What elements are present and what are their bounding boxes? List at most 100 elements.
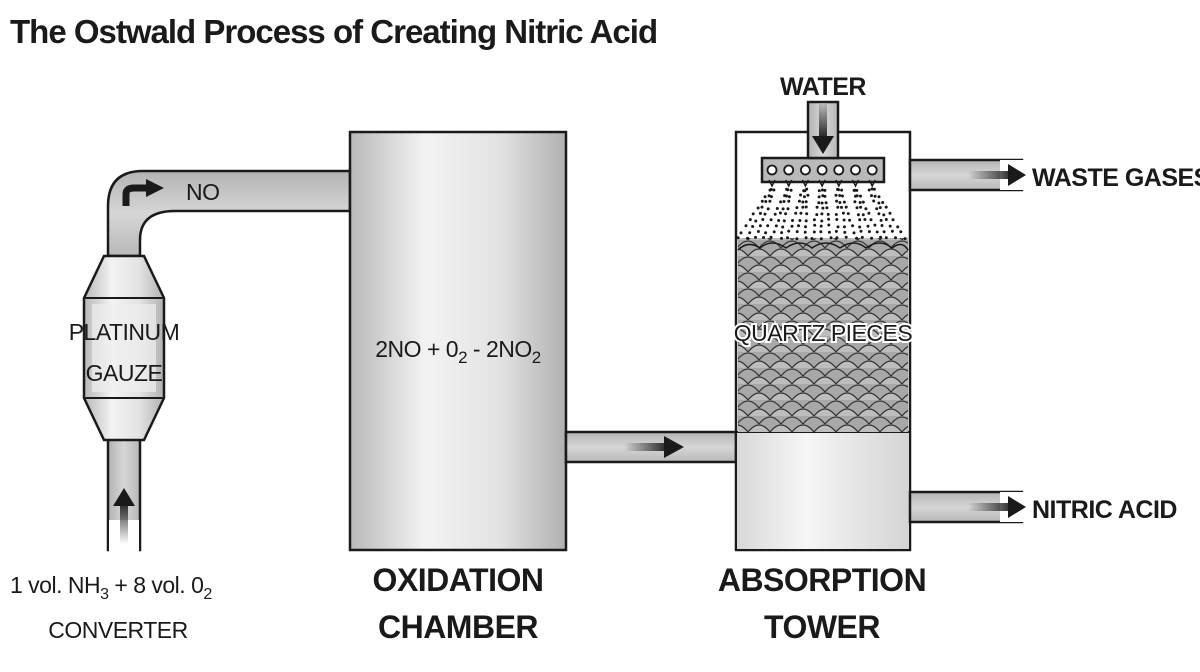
spray-drop: [810, 237, 814, 240]
nozzle: [816, 164, 828, 176]
spray-drop: [888, 224, 892, 228]
spray-drop: [799, 211, 803, 215]
spray-drop: [801, 200, 805, 204]
gauze-label: GAUZE: [86, 360, 163, 386]
spray-drop: [829, 236, 833, 240]
spray-drop: [768, 199, 772, 203]
spray-drop: [848, 218, 852, 222]
spray-drop: [842, 200, 846, 204]
spray-drop: [804, 225, 807, 229]
nozzle: [833, 164, 845, 176]
spray-drop: [884, 236, 888, 240]
spray-drop: [820, 188, 824, 192]
spray-drop: [888, 211, 892, 215]
spray-drop: [773, 212, 777, 216]
spray-drop: [797, 224, 800, 228]
spray-drop: [867, 188, 871, 192]
spray-drop: [751, 212, 755, 216]
no-arrow: [122, 179, 164, 206]
spray-drop: [842, 218, 846, 222]
spray-drop: [767, 194, 771, 198]
nozzle-tip: [851, 179, 860, 188]
spray-drop: [748, 231, 752, 235]
eq-sub2: 2: [532, 348, 541, 367]
no-label: NO: [186, 179, 220, 205]
spray-drop: [859, 194, 862, 198]
spray-drop: [852, 231, 856, 235]
no-pipe: [106, 169, 352, 258]
spray-drop: [824, 201, 828, 205]
spray-drop: [785, 194, 788, 198]
spray-drop: [838, 201, 842, 204]
spray-drop: [772, 230, 776, 234]
spray-drop: [805, 212, 809, 216]
sprinkler-nozzles: [766, 164, 878, 188]
spray-drop: [877, 212, 881, 216]
page-title: The Ostwald Process of Creating Nitric A…: [10, 13, 657, 50]
spray-drop: [813, 223, 817, 227]
spray-drop: [860, 235, 864, 239]
spray-drop: [817, 189, 821, 193]
packing-top: [737, 242, 909, 251]
spray-drop: [835, 236, 839, 240]
spray-drop: [882, 213, 886, 217]
oxidation-equation: 2NO + 02 - 2NO2: [375, 336, 541, 367]
spray-drop: [804, 236, 808, 240]
spray-drop: [786, 188, 790, 192]
oxidation-chamber: [348, 130, 568, 552]
spray-drop: [867, 230, 871, 234]
nozzle: [800, 164, 811, 176]
spray-drop: [769, 188, 773, 191]
spray-drop: [838, 194, 842, 197]
spray-drop: [803, 230, 807, 234]
spray-drop: [894, 236, 897, 240]
spray-drop: [863, 218, 867, 221]
spray-drop: [837, 188, 840, 192]
absorption-caption-1: ABSORPTION: [718, 562, 926, 598]
spray-drop: [820, 201, 824, 205]
spray-drop: [844, 235, 848, 239]
spray-drop: [873, 194, 877, 198]
spray-drop: [797, 199, 801, 203]
spray-drop: [795, 237, 799, 241]
spray-drop: [812, 230, 816, 234]
spray-drop: [836, 225, 840, 229]
spray-drop: [869, 218, 873, 222]
nozzle: [866, 164, 878, 176]
spray-drop: [761, 218, 765, 221]
spray-drop: [840, 188, 844, 192]
converter-body: [82, 254, 166, 442]
waste-arrow: [968, 164, 1026, 186]
spray-drop: [861, 213, 865, 217]
spray-drop: [866, 224, 870, 228]
spray-drop: [784, 212, 788, 216]
spray-drop: [778, 211, 782, 215]
spray-drop: [820, 219, 824, 223]
acid-arrow: [968, 496, 1026, 518]
nozzle-tip: [801, 179, 810, 188]
spray-drop: [746, 236, 750, 240]
water-down-arrow: [812, 104, 834, 154]
spray-drop: [853, 200, 857, 204]
spray-drop: [756, 206, 760, 210]
water-spray: [736, 187, 907, 241]
spray-drop: [870, 194, 873, 198]
spray-drop: [819, 224, 823, 228]
spray-drop: [815, 205, 819, 209]
spray-drop: [858, 218, 862, 222]
nozzle: [766, 164, 778, 176]
spray-drop: [827, 230, 831, 234]
platinum-label: PLATINUM: [69, 319, 180, 345]
spray-drop: [859, 229, 863, 233]
eq-b: - 2NO: [467, 336, 532, 362]
spray-drop: [891, 218, 895, 222]
spray-drop: [766, 224, 770, 228]
feed-text-b: + 8 vol. 0: [109, 572, 204, 598]
spray-drop: [763, 212, 767, 216]
feed-text-sub2: 2: [203, 586, 212, 603]
spray-drop: [760, 205, 764, 209]
spray-drop: [840, 205, 843, 209]
nozzle-tip: [818, 179, 826, 188]
spray-drop: [851, 224, 855, 228]
spray-drop: [789, 188, 793, 192]
